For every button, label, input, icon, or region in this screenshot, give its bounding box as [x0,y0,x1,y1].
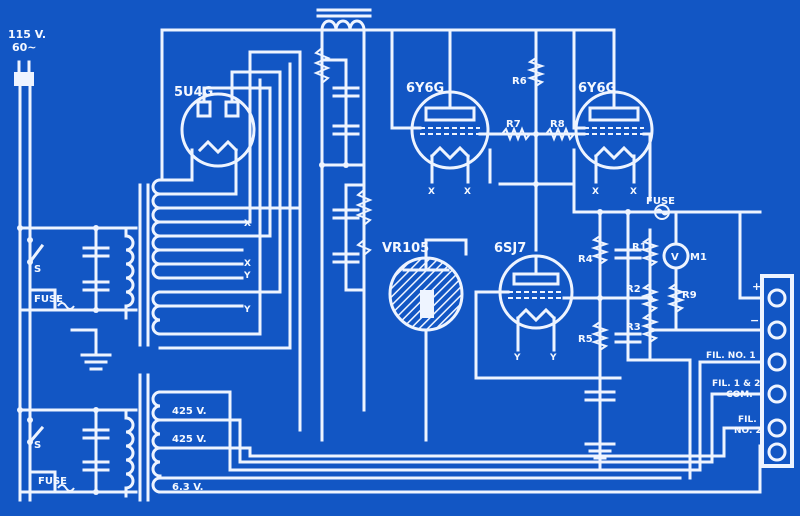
label-r1: R1 [632,242,647,253]
label-r8: R8 [550,119,565,130]
b-plus-rail [160,28,422,432]
label-minus-terminal: − [750,314,759,327]
label-6sj7: 6SJ7 [494,241,526,256]
supply-voltage-label: 115 V. [8,28,46,41]
meter-symbol: V [671,252,679,263]
label-x-2: X [464,187,471,197]
label-plus-terminal: + [752,280,761,293]
label-r4: R4 [578,254,593,265]
power-transformer-lower [138,373,762,502]
junction-dots [17,131,653,495]
label-switch-upper: S [34,264,41,275]
primary-circuit-lower [18,408,138,498]
label-fil-no-1: FIL. NO. 1 [706,351,756,361]
label-425v-b: 425 V. [172,434,207,445]
label-fuse-upper: FUSE [34,294,63,305]
output-tube-right-6y6g [572,28,762,214]
label-m1: M1 [690,252,707,263]
label-y-4: Y [549,353,557,363]
primary-circuit-upper [18,226,138,320]
label-r2: R2 [626,284,641,295]
label-x-1: X [428,187,435,197]
label-5u4g: 5U4G [174,85,213,100]
label-r9: R9 [682,290,697,301]
label-6y6g-left: 6Y6G [406,81,444,96]
terminal-strip [760,274,794,468]
ground-icon [70,328,112,371]
label-425v-a: 425 V. [172,406,207,417]
label-r3: R3 [626,322,641,333]
label-6-3v: 6.3 V. [172,482,203,493]
label-x-4: X [630,187,637,197]
tube-plate-rail [390,28,616,252]
label-fil-2-b: NO. 2 [734,426,762,436]
label-fuse-lower: FUSE [38,476,67,487]
label-6y6g-right: 6Y6G [578,81,616,96]
voltmeter-m1 [648,210,762,332]
label-y-3: Y [513,353,521,363]
ground-icon-right [584,428,616,460]
voltage-regulator-tube-vr105 [388,238,468,442]
label-y-1: Y [243,271,251,281]
filter-choke-icon [316,8,372,442]
filter-network [313,47,373,292]
label-fuse-output: FUSE [646,196,675,207]
label-r5: R5 [578,334,593,345]
supply-frequency-label: 60~ [12,41,37,54]
label-vr105: VR105 [382,241,429,256]
label-y-2: Y [243,305,251,315]
output-tube-left-6y6g [390,28,502,184]
output-fuse-icon [654,204,670,220]
label-x-6: X [244,259,251,269]
label-fil-com: COM. [726,390,753,400]
label-switch-lower: S [34,440,41,451]
rectifier-tube-5u4g [180,70,282,294]
label-x-3: X [592,187,599,197]
label-r7: R7 [506,119,521,130]
amplifier-tube-6sj7 [474,254,622,380]
power-transformer-upper [138,148,302,350]
label-fil-1-2: FIL. 1 & 2 [712,379,760,389]
label-x-5: X [244,219,251,229]
label-r6: R6 [512,76,527,87]
label-fil-2-a: FIL. [738,415,757,425]
